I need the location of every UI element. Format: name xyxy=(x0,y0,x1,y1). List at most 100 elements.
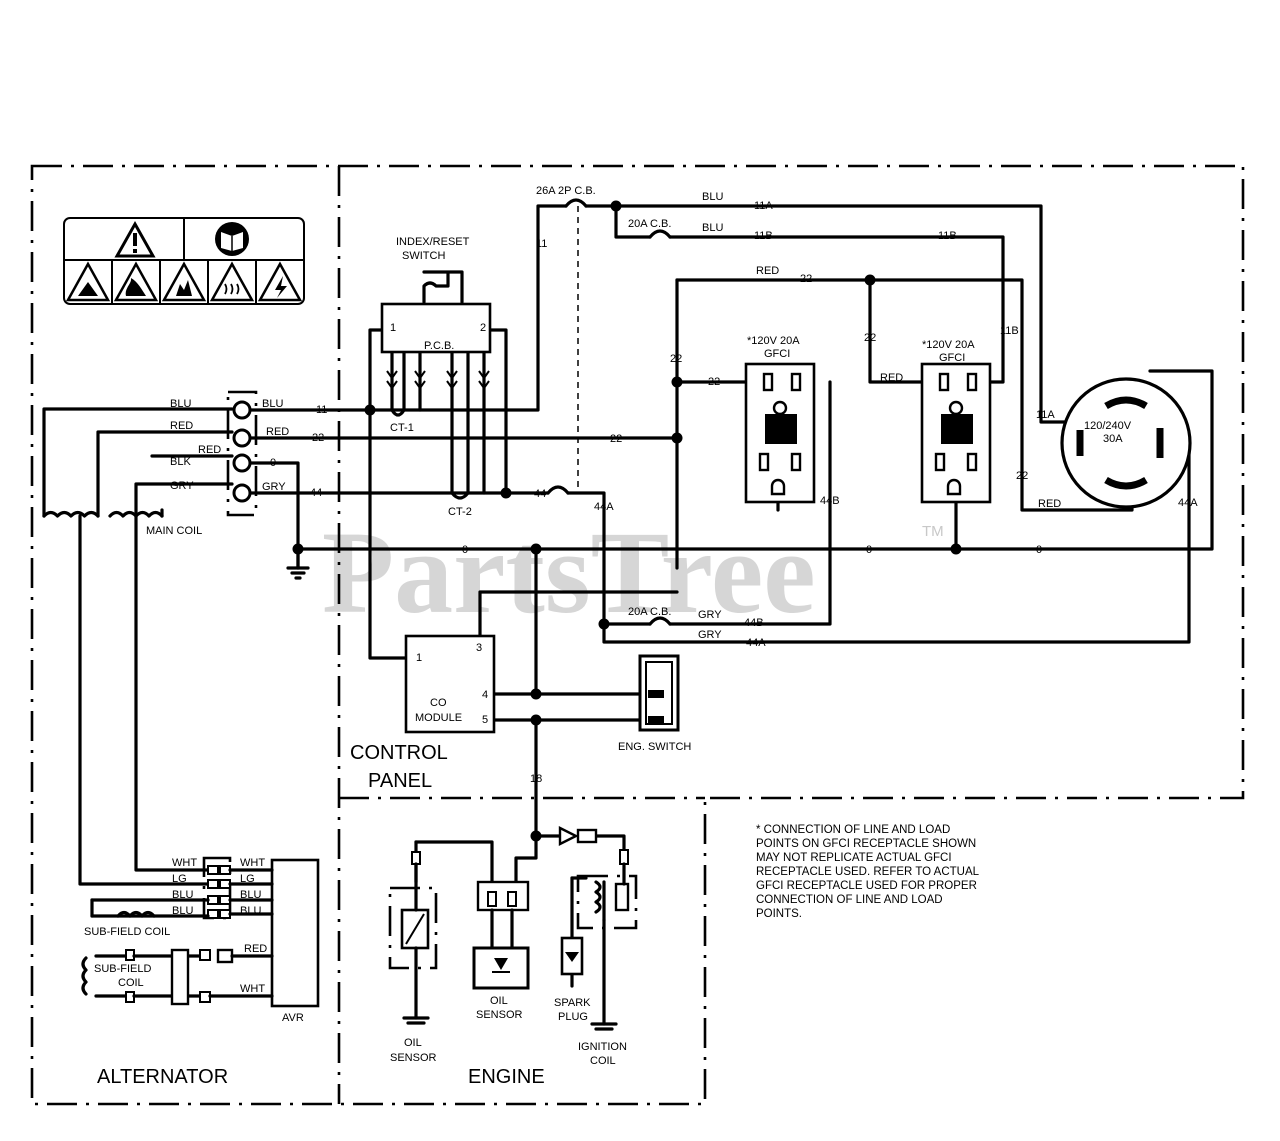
wire-label-gry-1: GRY xyxy=(170,480,194,492)
oil-sensor-1-label-2: SENSOR xyxy=(390,1052,437,1064)
wire-label-22-7: 22 xyxy=(1016,470,1028,482)
co-pin-4: 4 xyxy=(482,689,488,701)
wire-label-wht-2: WHT xyxy=(240,857,265,869)
pcb-board xyxy=(380,302,492,354)
gfci-receptacle-2 xyxy=(920,362,992,504)
warning-triangle-icon xyxy=(114,220,156,258)
wire-label-0-3: 0 xyxy=(866,544,872,556)
oil-sensor-1-label-1: OIL xyxy=(404,1037,422,1049)
oil-sensor-2-icon xyxy=(472,880,530,990)
fire-hazard-icon xyxy=(113,261,159,302)
wire-label-blu-6: BLU xyxy=(172,905,193,917)
ground-icon xyxy=(286,566,310,580)
section-engine: ENGINE xyxy=(468,1066,545,1088)
wire-label-red-3: RED xyxy=(266,426,289,438)
manual-book-icon xyxy=(215,222,249,256)
spark-plug-icon xyxy=(560,876,588,988)
wire-label-red-6: RED xyxy=(1038,498,1061,510)
co-module-label-2: MODULE xyxy=(415,712,462,724)
wire-label-22-4: 22 xyxy=(708,376,720,388)
wire-label-red-7: RED xyxy=(244,943,267,955)
ct1-label: CT-1 xyxy=(390,422,414,434)
wire-label-lg-1: LG xyxy=(172,873,187,885)
section-boundaries xyxy=(30,164,1245,1106)
wire-label-red-2: RED xyxy=(198,444,221,456)
svg-text:POINTS.: POINTS. xyxy=(756,908,802,920)
twist-lock-label-2: 30A xyxy=(1103,433,1123,445)
wire-label-44-1: 44 xyxy=(310,487,322,499)
co-pin-5: 5 xyxy=(482,714,488,726)
wire-label-blu-7: BLU xyxy=(240,889,261,901)
wire-label-11b-1: 11B xyxy=(754,230,773,242)
wire-label-gry-3: GRY xyxy=(698,609,722,621)
pcb-pin-1: 1 xyxy=(390,322,396,334)
gfci-2-label-2: GFCI xyxy=(939,352,965,364)
wire-label-22-1: 22 xyxy=(312,432,324,444)
wire-label-44b-2: 44B xyxy=(744,617,764,629)
connection-note: * CONNECTION OF LINE AND LOAD POINTS ON … xyxy=(756,824,980,920)
high-voltage-icon xyxy=(257,261,303,302)
section-control-panel-1: CONTROL xyxy=(350,742,448,764)
breaker-20a-bottom xyxy=(648,616,672,626)
co-module-label-1: CO xyxy=(430,697,447,709)
wire-label-0-1: 0 xyxy=(270,457,276,469)
index-reset-label-2: SWITCH xyxy=(402,250,445,262)
wire-label-wht-1: WHT xyxy=(172,857,197,869)
diode-icon xyxy=(558,826,598,846)
oil-sensor-2-label-1: OIL xyxy=(490,995,508,1007)
co-pin-1: 1 xyxy=(416,652,422,664)
eng-switch-label: ENG. SWITCH xyxy=(618,741,691,753)
ignition-coil-label-1: IGNITION xyxy=(578,1041,627,1053)
electric-shock-hazard-icon xyxy=(65,261,111,302)
hot-surface-icon xyxy=(209,261,255,302)
wire-label-blu-3: BLU xyxy=(702,191,723,203)
avr-label: AVR xyxy=(282,1012,304,1024)
wire-label-wht-3: WHT xyxy=(240,983,265,995)
wire-label-22-3: 22 xyxy=(670,353,682,365)
avr-connectors xyxy=(81,856,274,1006)
wire-label-11a-2: 11A xyxy=(1036,409,1055,421)
oil-sensor-2-label-2: SENSOR xyxy=(476,1009,523,1021)
gfci-receptacle-1 xyxy=(744,362,816,504)
wire-label-red-1: RED xyxy=(170,420,193,432)
breaker-26a-label: 26A 2P C.B. xyxy=(536,185,596,197)
twist-lock-receptacle xyxy=(1060,377,1192,509)
wire-label-0-4: 0 xyxy=(1036,544,1042,556)
breaker-20a-top xyxy=(648,229,672,239)
wire-label-red-4: RED xyxy=(756,265,779,277)
explosion-hazard-icon xyxy=(161,261,207,302)
wire-label-22-5: 22 xyxy=(610,433,622,445)
wire-label-0-2: 0 xyxy=(462,544,468,556)
safety-label xyxy=(63,217,305,305)
sub-field-coil-2-label-1: SUB-FIELD xyxy=(94,963,152,975)
wire-label-44a-3: 44A xyxy=(746,637,766,649)
wire-label-22-2: 22 xyxy=(800,273,812,285)
svg-text:* CONNECTION OF LINE AND LOAD: * CONNECTION OF LINE AND LOAD xyxy=(756,824,950,836)
co-module-box xyxy=(404,634,496,734)
oil-sensor-1-icon xyxy=(388,851,438,1025)
section-control-panel-2: PANEL xyxy=(368,770,432,792)
twist-lock-label-1: 120/240V xyxy=(1084,420,1132,432)
index-reset-label-1: INDEX/RESET xyxy=(396,236,470,248)
svg-text:MAY NOT REPLICATE ACTUAL GFCI: MAY NOT REPLICATE ACTUAL GFCI xyxy=(756,852,952,864)
pcb-pin-2: 2 xyxy=(480,322,486,334)
wire-label-gry-4: GRY xyxy=(698,629,722,641)
wire-label-44b-1: 44B xyxy=(820,495,840,507)
wire-label-lg-2: LG xyxy=(240,873,255,885)
svg-text:GFCI RECEPTACLE USED FOR PROPE: GFCI RECEPTACLE USED FOR PROPER xyxy=(756,880,977,892)
wire-label-11b-2: 11B xyxy=(938,230,957,242)
ct-arrows xyxy=(386,370,490,389)
wires xyxy=(42,204,1214,886)
terminal-block xyxy=(226,390,258,517)
ignition-coil-icon xyxy=(576,849,638,1031)
breaker-26a xyxy=(546,198,588,495)
svg-text:CONNECTION OF LINE AND LOAD: CONNECTION OF LINE AND LOAD xyxy=(756,894,943,906)
wire-label-11-v: 11 xyxy=(536,238,547,250)
wire-label-blk: BLK xyxy=(170,456,191,468)
wire-label-11b-3: 11B xyxy=(1000,325,1019,337)
ignition-coil-label-2: COIL xyxy=(590,1055,616,1067)
wire-label-44-2: 44 xyxy=(534,488,546,500)
wire-label-blu-1: BLU xyxy=(170,398,191,410)
gfci-1-label-1: *120V 20A xyxy=(747,335,800,347)
sub-field-coil-label: SUB-FIELD COIL xyxy=(84,926,170,938)
